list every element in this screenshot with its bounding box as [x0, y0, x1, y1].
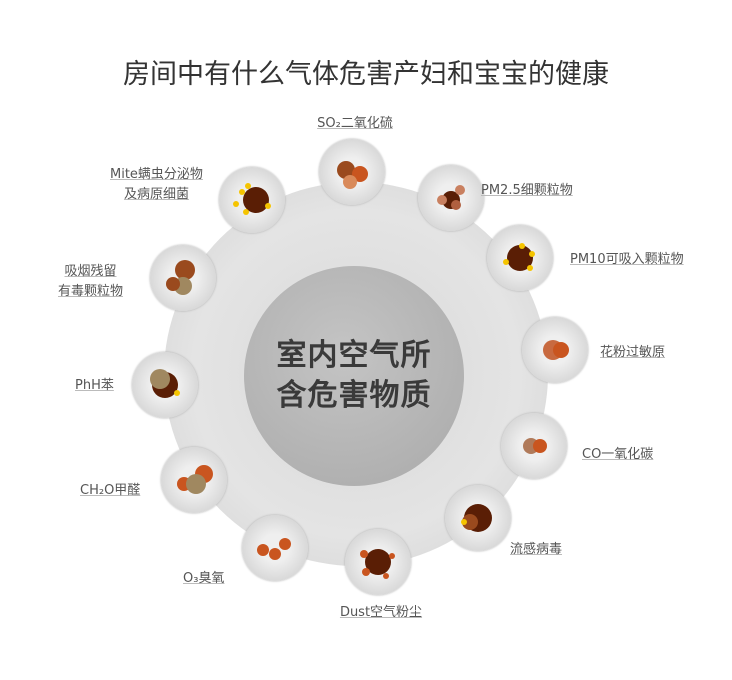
particle-dot	[243, 187, 269, 213]
so2-particle-icon	[319, 139, 385, 205]
center-circle: 室内空气所 含危害物质	[244, 266, 464, 486]
pollutant-label-line: PhH苯	[75, 378, 114, 393]
center-text-line2: 含危害物质	[276, 378, 432, 413]
pollutant-label: CO一氧化碳	[582, 445, 653, 465]
center-text-line1: 室内空气所	[276, 338, 432, 373]
particle-dot	[186, 474, 206, 494]
pollutant-label: CH₂O甲醛	[80, 481, 140, 501]
particle-dot	[451, 200, 461, 210]
smoke-residue-icon	[150, 245, 216, 311]
pollutant-label: PM10可吸入颗粒物	[570, 250, 684, 270]
pollutant-label: PhH苯	[75, 376, 114, 396]
particle-dot	[553, 342, 569, 358]
particle-dot	[175, 260, 195, 280]
pollutant-label-line: PM10可吸入颗粒物	[570, 252, 684, 267]
particle-dot	[150, 369, 170, 389]
particle-dot	[243, 209, 249, 215]
particle-dot	[437, 195, 447, 205]
mite-bacteria-icon	[219, 167, 285, 233]
pollutant-label: 流感病毒	[510, 540, 562, 560]
pm25-particle-icon	[418, 165, 484, 231]
particle-dot	[279, 538, 291, 550]
particle-dot	[389, 553, 395, 559]
particle-dot	[233, 201, 239, 207]
pm10-particle-icon	[487, 225, 553, 291]
ozone-particle-icon	[242, 515, 308, 581]
particle-dot	[461, 519, 467, 525]
page-title: 房间中有什么气体危害产妇和宝宝的健康	[123, 59, 609, 90]
pollutant-label-line: CH₂O甲醛	[80, 483, 141, 498]
particle-dot	[362, 568, 370, 576]
particle-dot	[265, 203, 271, 209]
particle-dot	[166, 277, 180, 291]
particle-dot	[174, 390, 180, 396]
pollutant-label-line: 有毒颗粒物	[58, 284, 124, 299]
particle-dot	[245, 183, 251, 189]
formaldehyde-particle-icon	[161, 447, 227, 513]
particle-dot	[383, 573, 389, 579]
dust-particle-icon	[345, 529, 411, 595]
pollutant-label: Mite螨虫分泌物及病原细菌	[110, 165, 203, 205]
flu-virus-icon	[445, 485, 511, 551]
pollutant-label-line: O₃臭氧	[183, 571, 225, 586]
particle-dot	[455, 185, 465, 195]
pollutant-label: Dust空气粉尘	[301, 603, 461, 623]
pollutant-label-line: 流感病毒	[510, 542, 563, 557]
particle-dot	[257, 544, 269, 556]
pollutant-label: PM2.5细颗粒物	[481, 181, 573, 201]
pollutant-label-line: 花粉过敏原	[600, 345, 666, 360]
particle-dot	[343, 175, 357, 189]
particle-dot	[527, 265, 533, 271]
particle-dot	[529, 251, 535, 257]
pollutant-label-line: SO₂二氧化硫	[317, 116, 393, 131]
co-particle-icon	[501, 413, 567, 479]
particle-dot	[503, 259, 509, 265]
pollutant-label: O₃臭氧	[183, 569, 224, 589]
particle-dot	[519, 243, 525, 249]
pollutant-label: 花粉过敏原	[600, 343, 665, 363]
particle-dot	[269, 548, 281, 560]
pollutant-label-line: Mite螨虫分泌物	[110, 167, 203, 182]
pollutant-label-line: Dust空气粉尘	[339, 605, 423, 620]
pollen-particle-icon	[522, 317, 588, 383]
pollutant-label-line: 及病原细菌	[123, 187, 189, 202]
pollutant-label: SO₂二氧化硫	[275, 114, 435, 134]
particle-dot	[533, 439, 547, 453]
particle-dot	[337, 161, 355, 179]
pollutant-label-line: 吸烟残留	[64, 264, 117, 279]
benzene-particle-icon	[132, 352, 198, 418]
pollutant-label: 吸烟残留有毒颗粒物	[58, 262, 123, 302]
particle-dot	[462, 514, 478, 530]
pollutant-label-line: PM2.5细颗粒物	[481, 183, 573, 198]
particle-dot	[239, 189, 245, 195]
pollutant-label-line: CO一氧化碳	[582, 447, 654, 462]
particle-dot	[360, 550, 368, 558]
